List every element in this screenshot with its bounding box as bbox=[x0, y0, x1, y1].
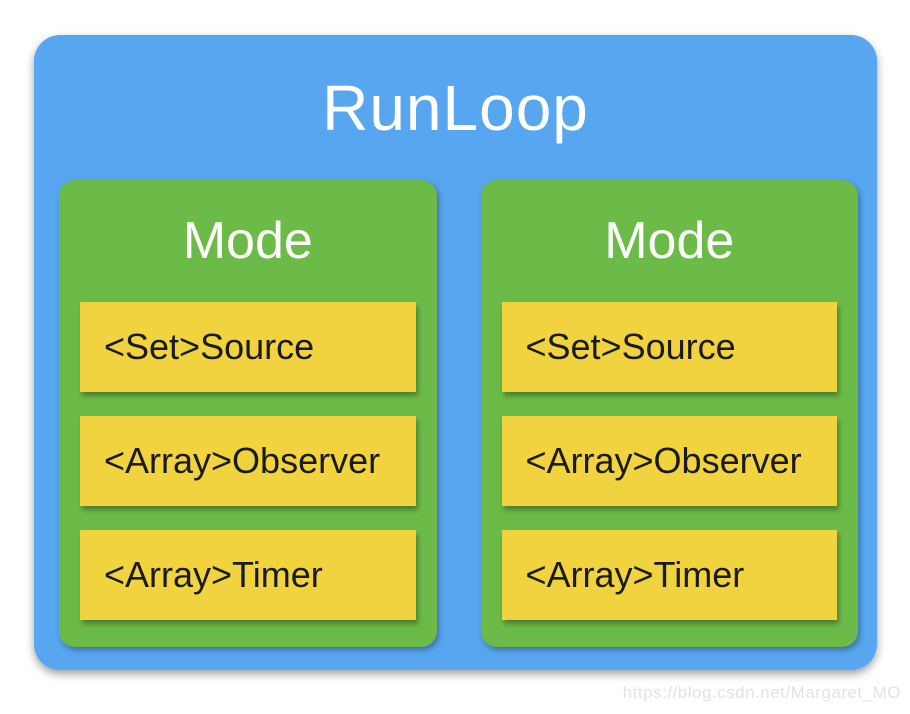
item-set-source: <Set>Source bbox=[80, 302, 416, 392]
mode-box-right: Mode <Set>Source <Array>Observer <Array>… bbox=[480, 180, 859, 647]
item-array-observer: <Array>Observer bbox=[501, 416, 837, 506]
mode-box-left: Mode <Set>Source <Array>Observer <Array>… bbox=[59, 180, 437, 647]
watermark: https://blog.csdn.net/Margaret_MO bbox=[622, 683, 901, 702]
item-set-source: <Set>Source bbox=[501, 302, 837, 392]
item-array-observer: <Array>Observer bbox=[80, 416, 416, 506]
modes-row: Mode <Set>Source <Array>Observer <Array>… bbox=[59, 180, 858, 647]
runloop-container: RunLoop Mode <Set>Source <Array>Observer… bbox=[34, 35, 877, 670]
item-array-timer: <Array>Timer bbox=[80, 530, 416, 620]
mode-title: Mode bbox=[604, 212, 735, 270]
mode-items: <Set>Source <Array>Observer <Array>Timer bbox=[481, 302, 859, 647]
mode-items: <Set>Source <Array>Observer <Array>Timer bbox=[59, 302, 437, 647]
runloop-title: RunLoop bbox=[322, 71, 589, 144]
mode-title: Mode bbox=[182, 212, 313, 270]
item-array-timer: <Array>Timer bbox=[501, 530, 837, 620]
